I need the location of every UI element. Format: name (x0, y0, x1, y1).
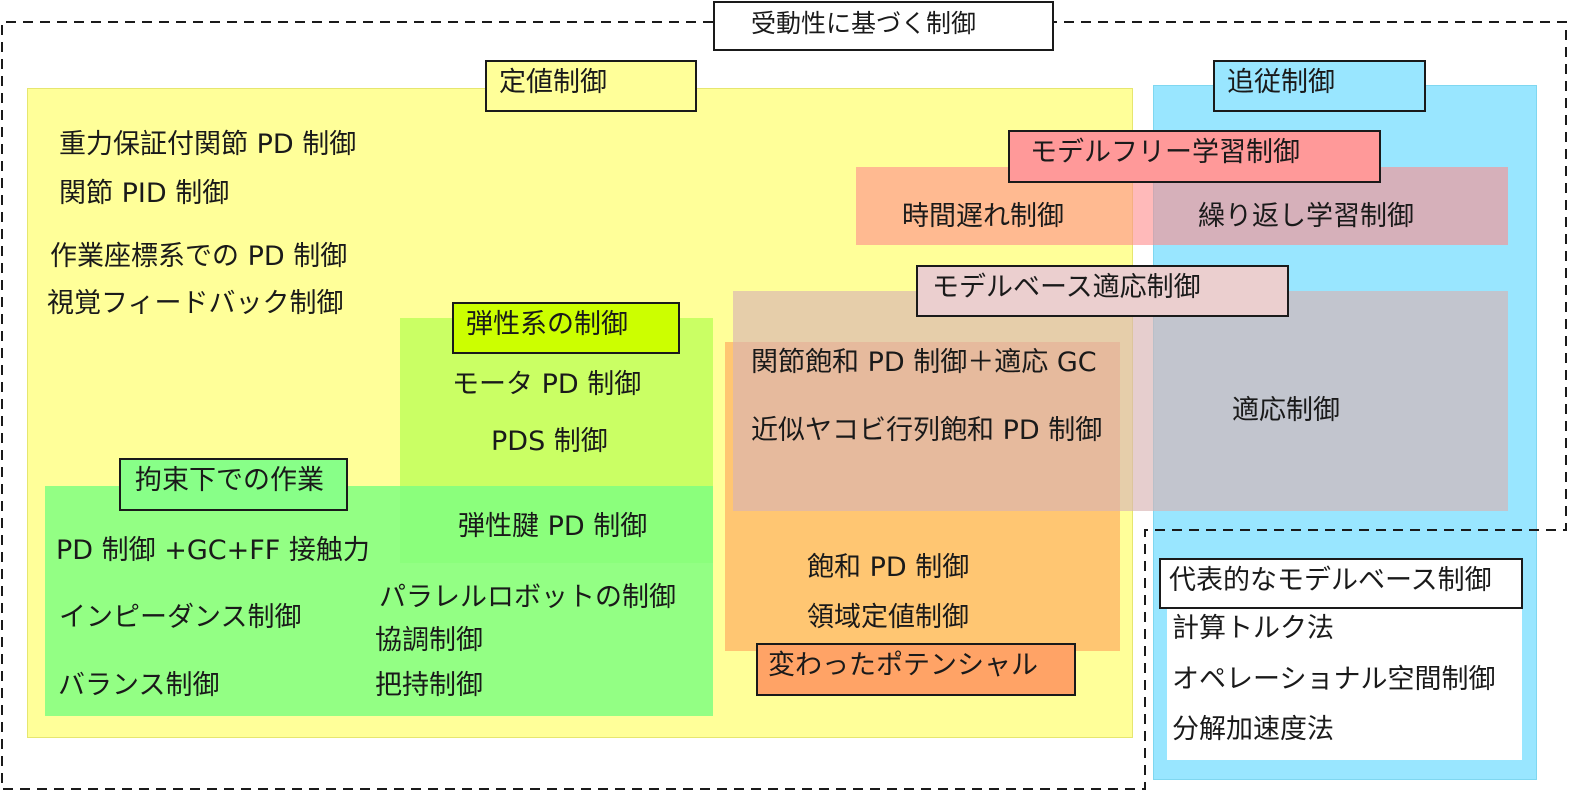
fixed-point-item: 作業座標系での PD 制御 (50, 241, 348, 272)
elastic-title: 弾性系の制御 (452, 302, 680, 354)
constraint-item: バランス制御 (58, 670, 220, 701)
model-based-item: オペレーショナル空間制御 (1172, 664, 1496, 695)
elastic-item: 弾性腱 PD 制御 (458, 511, 648, 542)
constraint-item: パラレルロボットの制御 (379, 582, 676, 613)
fixed-point-item: 重力保証付関節 PD 制御 (59, 129, 357, 160)
fixed-point-item: 視覚フィードバック制御 (47, 288, 344, 319)
adaptive-region (733, 291, 1508, 511)
model-based-item: 計算トルク法 (1172, 613, 1334, 644)
elastic-item: モータ PD 制御 (452, 369, 642, 400)
model-based-item: 分解加速度法 (1172, 714, 1334, 745)
learning-item: 時間遅れ制御 (902, 201, 1064, 232)
potential-title: 変わったポテンシャル (756, 643, 1076, 696)
fixed-point-title: 定値制御 (485, 60, 697, 112)
adaptive-item: 適応制御 (1232, 395, 1340, 426)
learning-item: 繰り返し学習制御 (1198, 201, 1414, 232)
fixed-point-item: 関節 PID 制御 (59, 178, 230, 209)
adaptive-item: 関節飽和 PD 制御＋適応 GC (751, 347, 1097, 378)
model-based-title: 代表的なモデルベース制御 (1159, 558, 1523, 609)
constraint-item: PD 制御 +GC+FF 接触力 (56, 535, 370, 566)
potential-item: 飽和 PD 制御 (807, 552, 970, 583)
constraint-item: 協調制御 (375, 625, 483, 656)
constraint-region (45, 486, 713, 716)
potential-item: 領域定値制御 (807, 602, 969, 633)
elastic-item: PDS 制御 (491, 426, 608, 457)
constraint-title: 拘束下での作業 (119, 458, 348, 511)
learning-title: モデルフリー学習制御 (1008, 130, 1381, 183)
adaptive-item: 近似ヤコビ行列飽和 PD 制御 (751, 415, 1103, 446)
constraint-item: 把持制御 (375, 670, 483, 701)
tracking-title: 追従制御 (1213, 60, 1426, 112)
passivity-title: 受動性に基づく制御 (713, 1, 1054, 51)
constraint-item: インピーダンス制御 (59, 602, 302, 633)
adaptive-title: モデルベース適応制御 (916, 265, 1289, 317)
